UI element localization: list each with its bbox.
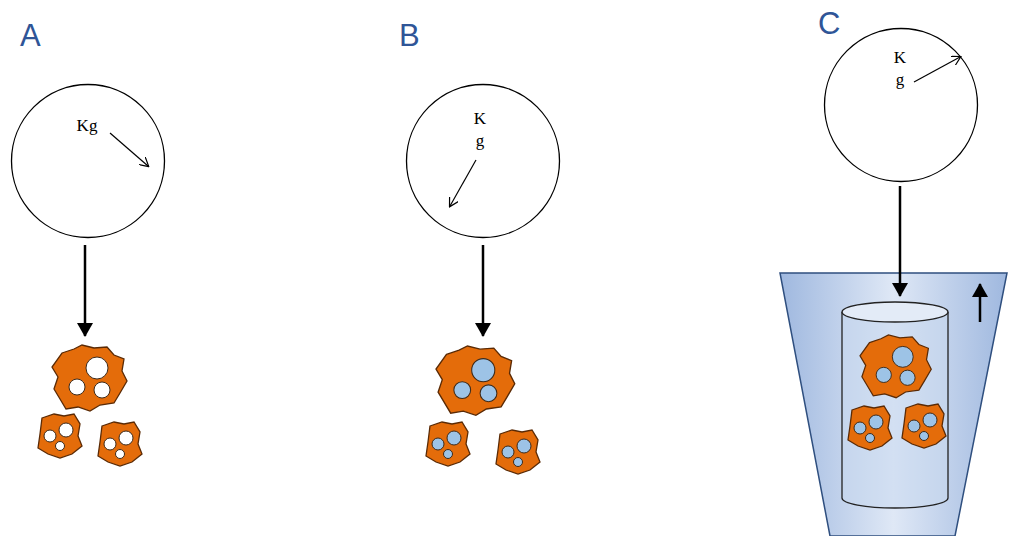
cylinder-rim bbox=[842, 302, 948, 322]
panel-letter: C bbox=[818, 8, 840, 39]
dial-outline bbox=[405, 83, 561, 239]
flow-arrow bbox=[84, 245, 87, 336]
dial-outline bbox=[10, 83, 166, 239]
scale-needle bbox=[450, 160, 476, 206]
porous-particles bbox=[426, 346, 540, 474]
panel-letter: B bbox=[399, 20, 420, 51]
scale-needle bbox=[914, 57, 960, 82]
unit-text: Kg bbox=[77, 117, 98, 134]
unit-text: K bbox=[474, 110, 486, 127]
flow-arrow bbox=[482, 245, 485, 336]
water-beaker bbox=[780, 273, 1007, 536]
scale-dial: Kg bbox=[823, 27, 979, 183]
porous-particles bbox=[38, 345, 142, 466]
porous-particles bbox=[848, 335, 946, 450]
buoyancy-arrow bbox=[979, 284, 982, 322]
unit-text: g bbox=[476, 132, 485, 149]
scale-dial: Kg bbox=[10, 83, 166, 239]
unit-text: K bbox=[894, 49, 906, 66]
flow-arrow bbox=[899, 186, 902, 296]
sample-cylinder bbox=[842, 312, 948, 508]
panel-letter: A bbox=[20, 20, 41, 51]
scale-needle bbox=[110, 133, 148, 166]
scale-dial: Kg bbox=[405, 83, 561, 239]
unit-text: g bbox=[896, 71, 905, 88]
